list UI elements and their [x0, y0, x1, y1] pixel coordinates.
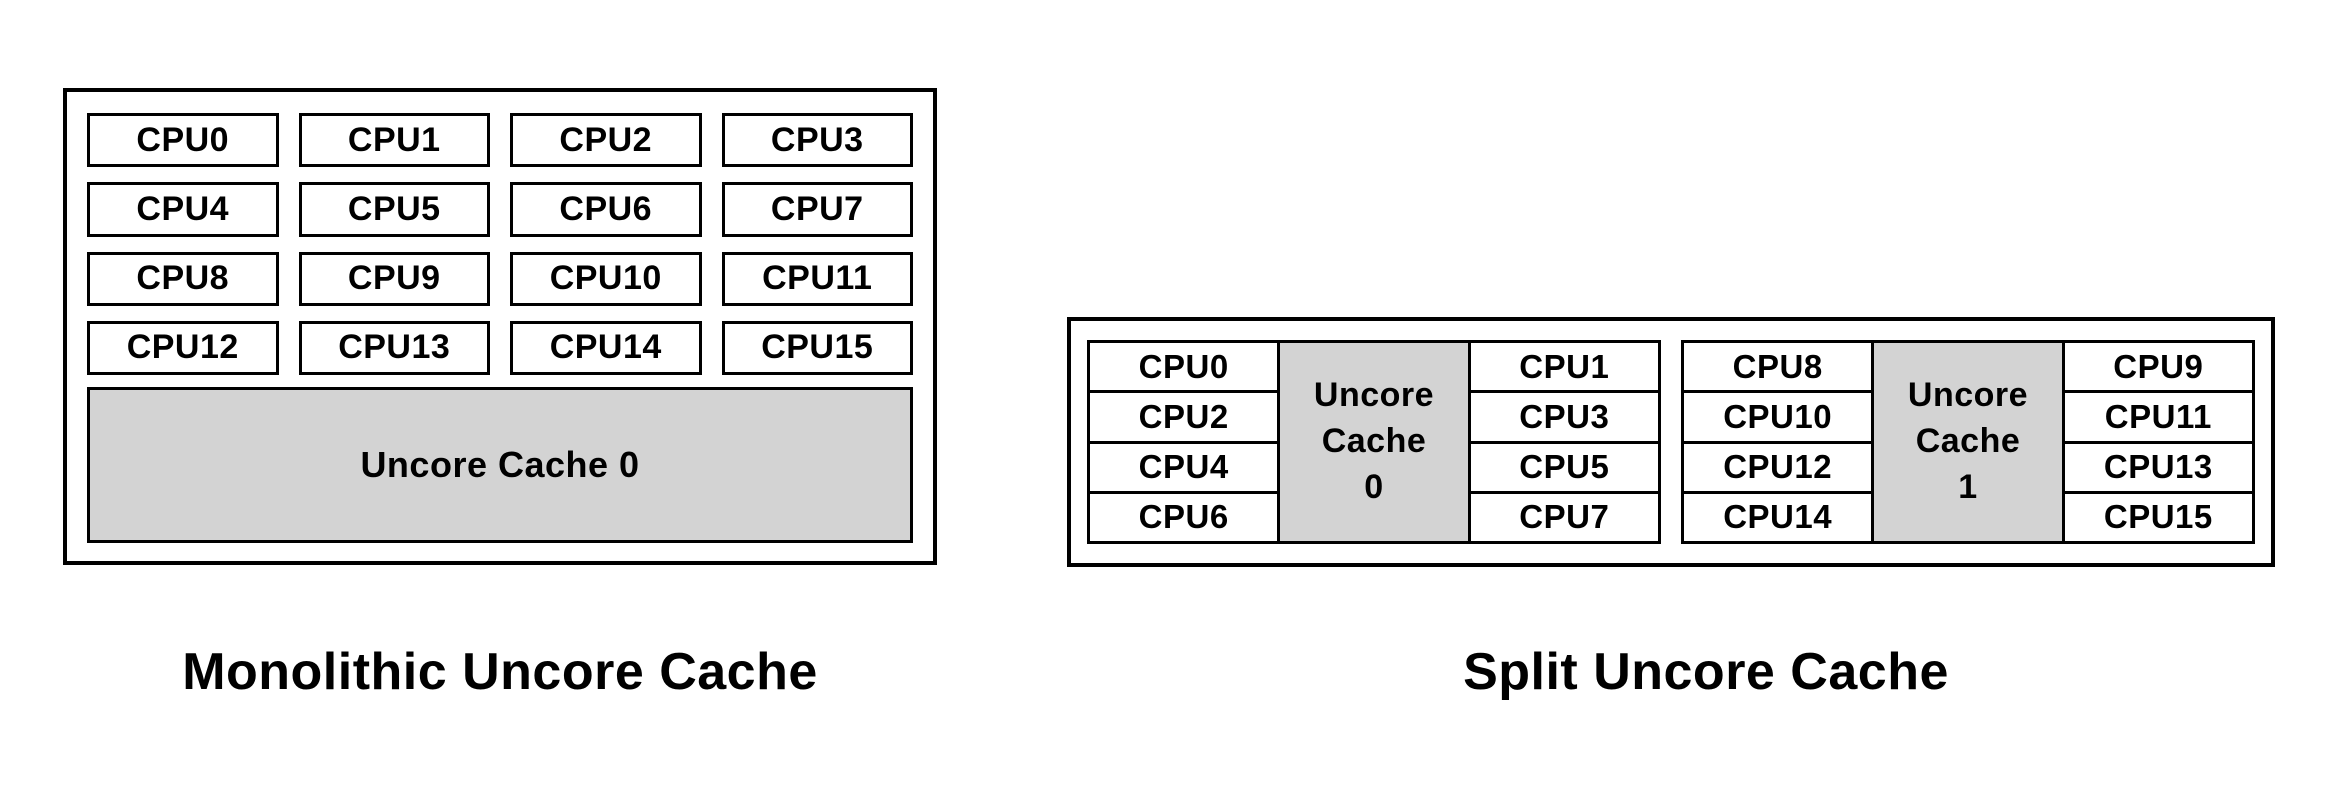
monolithic-uncore-diagram: CPU0 CPU1 CPU2 CPU3 CPU4 CPU5 CPU6 CPU7 …: [63, 88, 937, 565]
cpu-box: CPU14: [510, 320, 702, 375]
cpu-cell: CPU13: [2064, 443, 2252, 491]
cpu-box: CPU6: [510, 182, 702, 237]
cpu-cell: CPU4: [1090, 443, 1278, 491]
monolithic-cpu-grid: CPU0 CPU1 CPU2 CPU3 CPU4 CPU5 CPU6 CPU7 …: [87, 113, 913, 375]
cpu-box: CPU10: [510, 251, 702, 306]
cpu-box: CPU8: [87, 251, 279, 306]
uncore-cache-box: Uncore Cache 0: [87, 387, 913, 543]
cpu-box: CPU5: [298, 182, 490, 237]
cpu-box: CPU9: [298, 251, 490, 306]
cpu-cell: CPU7: [1470, 493, 1658, 541]
cpu-cell: CPU3: [1470, 393, 1658, 441]
cpu-box: CPU2: [510, 113, 702, 168]
cpu-cell: CPU5: [1470, 443, 1658, 491]
cpu-cell: CPU1: [1470, 343, 1658, 391]
cpu-box: CPU0: [87, 113, 279, 168]
cpu-cell: CPU6: [1090, 493, 1278, 541]
split-caption: Split Uncore Cache: [1463, 643, 1949, 701]
cpu-box: CPU1: [298, 113, 490, 168]
cpu-box: CPU15: [721, 320, 913, 375]
split-cluster-0: CPU0 CPU2 CPU4 CPU6 Uncore Cache 0 CPU1 …: [1087, 340, 1661, 544]
uncore-cache-label: Uncore Cache 0: [1313, 376, 1435, 506]
cpu-cell: CPU12: [1684, 443, 1872, 491]
uncore-cache-box: Uncore Cache 1: [1874, 343, 2062, 541]
cpu-cell: CPU11: [2064, 393, 2252, 441]
monolithic-caption: Monolithic Uncore Cache: [182, 643, 818, 701]
cpu-box: CPU3: [721, 113, 913, 168]
cpu-box: CPU13: [298, 320, 490, 375]
cpu-cell: CPU9: [2064, 343, 2252, 391]
cpu-box: CPU12: [87, 320, 279, 375]
uncore-cache-box: Uncore Cache 0: [1280, 343, 1468, 541]
split-cluster-1: CPU8 CPU10 CPU12 CPU14 Uncore Cache 1 CP…: [1681, 340, 2255, 544]
uncore-cache-label: Uncore Cache 1: [1907, 376, 2029, 506]
cpu-cell: CPU10: [1684, 393, 1872, 441]
split-uncore-diagram: CPU0 CPU2 CPU4 CPU6 Uncore Cache 0 CPU1 …: [1067, 317, 2275, 567]
cpu-cell: CPU14: [1684, 493, 1872, 541]
cpu-cell: CPU2: [1090, 393, 1278, 441]
cpu-cell: CPU8: [1684, 343, 1872, 391]
cpu-box: CPU7: [721, 182, 913, 237]
cpu-box: CPU4: [87, 182, 279, 237]
cpu-box: CPU11: [721, 251, 913, 306]
cpu-cell: CPU15: [2064, 493, 2252, 541]
cpu-cell: CPU0: [1090, 343, 1278, 391]
